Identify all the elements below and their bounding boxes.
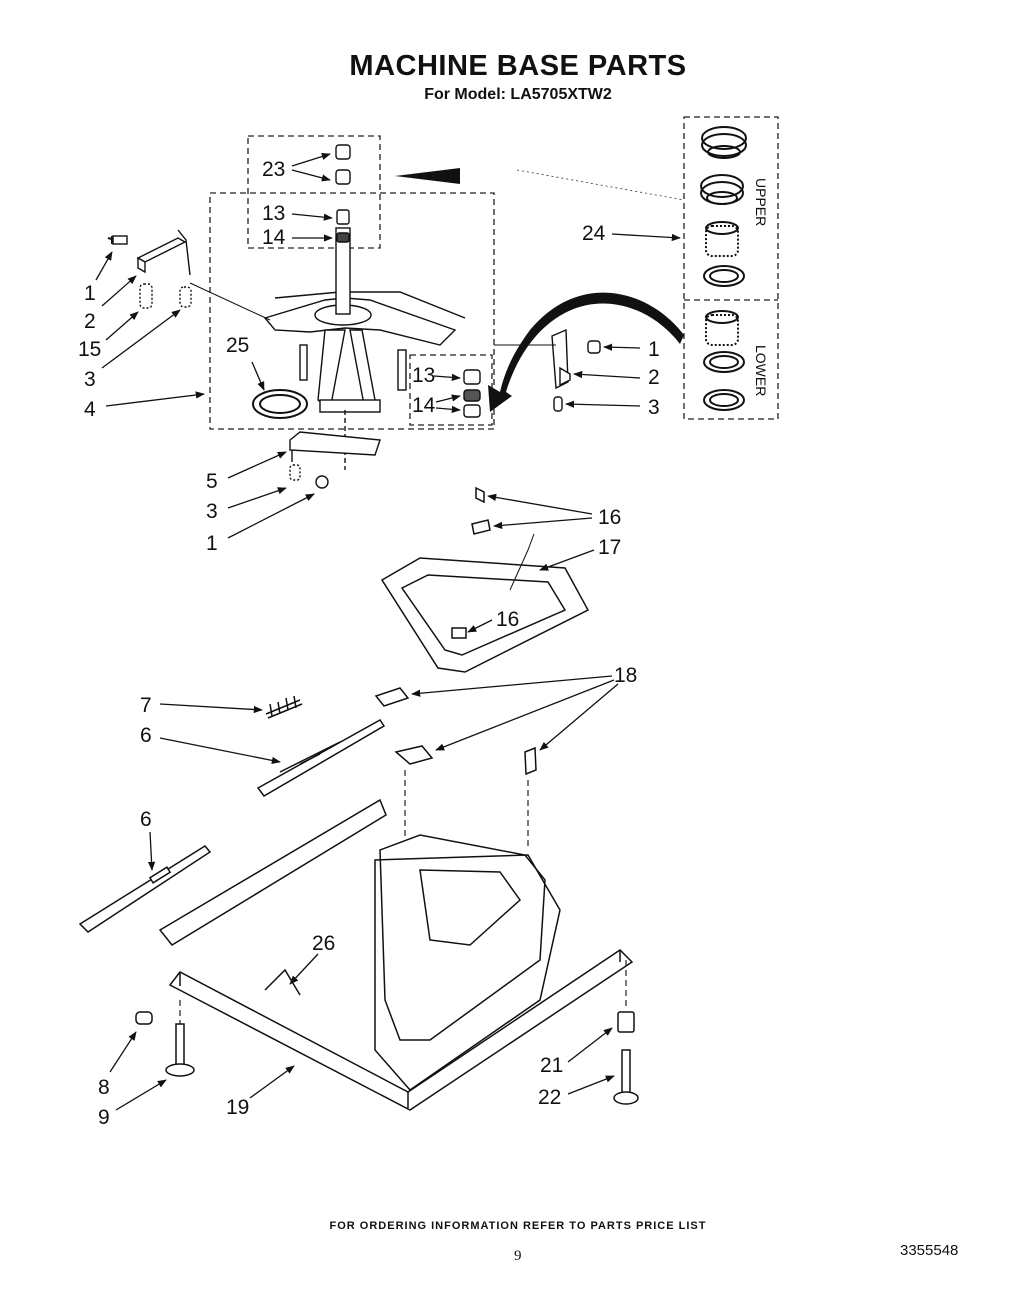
inset-label-upper: UPPER <box>753 178 769 226</box>
base-frame-19 <box>158 798 634 1111</box>
callout-3-left: 3 <box>84 368 96 391</box>
callout-15: 15 <box>78 338 101 361</box>
callout-3-right: 3 <box>648 396 660 419</box>
lower-bushings <box>463 369 481 418</box>
page-number: 9 <box>514 1248 522 1264</box>
suspension-frame-17 <box>380 486 590 673</box>
callout-1-right: 1 <box>648 338 660 361</box>
seal-25 <box>252 389 308 419</box>
callout-6-upper: 6 <box>140 724 152 747</box>
big-arrow-upper <box>395 168 460 184</box>
callout-5: 5 <box>206 470 218 493</box>
callout-8: 8 <box>98 1076 110 1099</box>
bearing-inset-box <box>683 116 779 420</box>
callout-1-lower: 1 <box>206 532 218 555</box>
callout-23: 23 <box>262 158 285 181</box>
callout-24: 24 <box>582 222 606 245</box>
model-subtitle: For Model: LA5705XTW2 <box>424 86 612 103</box>
feet <box>135 1011 639 1105</box>
callout-25: 25 <box>226 334 249 357</box>
lower-hardware <box>289 431 381 489</box>
callout-17: 17 <box>598 536 621 559</box>
left-hardware <box>107 229 271 321</box>
callout-13-upper: 13 <box>262 202 285 225</box>
callout-2-left: 2 <box>84 310 96 333</box>
upper-bushings <box>335 144 351 243</box>
callout-7: 7 <box>140 694 152 717</box>
callout-1-left: 1 <box>84 282 96 305</box>
big-curved-arrow <box>488 292 684 412</box>
callout-16-top: 16 <box>598 506 621 529</box>
callout-14-lower: 14 <box>412 394 436 417</box>
spring-7 <box>265 695 303 719</box>
callout-19: 19 <box>226 1096 249 1119</box>
page-title: MACHINE BASE PARTS <box>349 50 687 82</box>
right-hardware <box>494 328 601 412</box>
transmission-box <box>209 192 495 430</box>
callout-9: 9 <box>98 1106 110 1129</box>
callout-21: 21 <box>540 1054 563 1077</box>
callout-6-lower: 6 <box>140 808 152 831</box>
inset-label-lower: LOWER <box>753 345 769 396</box>
callout-16-frame: 16 <box>496 608 519 631</box>
bearing-rings <box>700 126 747 411</box>
transmission-assembly <box>263 227 466 470</box>
callout-14-upper: 14 <box>262 226 286 249</box>
callout-2-right: 2 <box>648 366 660 389</box>
callout-4: 4 <box>84 398 96 421</box>
document-number: 3355548 <box>900 1242 959 1259</box>
callout-3-lower: 3 <box>206 500 218 523</box>
leader-lines <box>95 152 681 1111</box>
callout-22: 22 <box>538 1086 561 1109</box>
pads-18 <box>374 687 537 776</box>
bracket-6-upper <box>256 719 386 797</box>
ordering-note: FOR ORDERING INFORMATION REFER TO PARTS … <box>329 1220 707 1232</box>
upper-bushing-box <box>247 135 381 249</box>
callout-18: 18 <box>614 664 637 687</box>
callout-numbers: 23 13 14 24 1 2 15 3 4 25 13 14 1 2 3 5 … <box>78 158 660 1129</box>
bracket-6-lower <box>78 845 212 933</box>
callout-26: 26 <box>312 932 335 955</box>
callout-13-lower: 13 <box>412 364 435 387</box>
lower-bushing-box <box>409 354 493 426</box>
